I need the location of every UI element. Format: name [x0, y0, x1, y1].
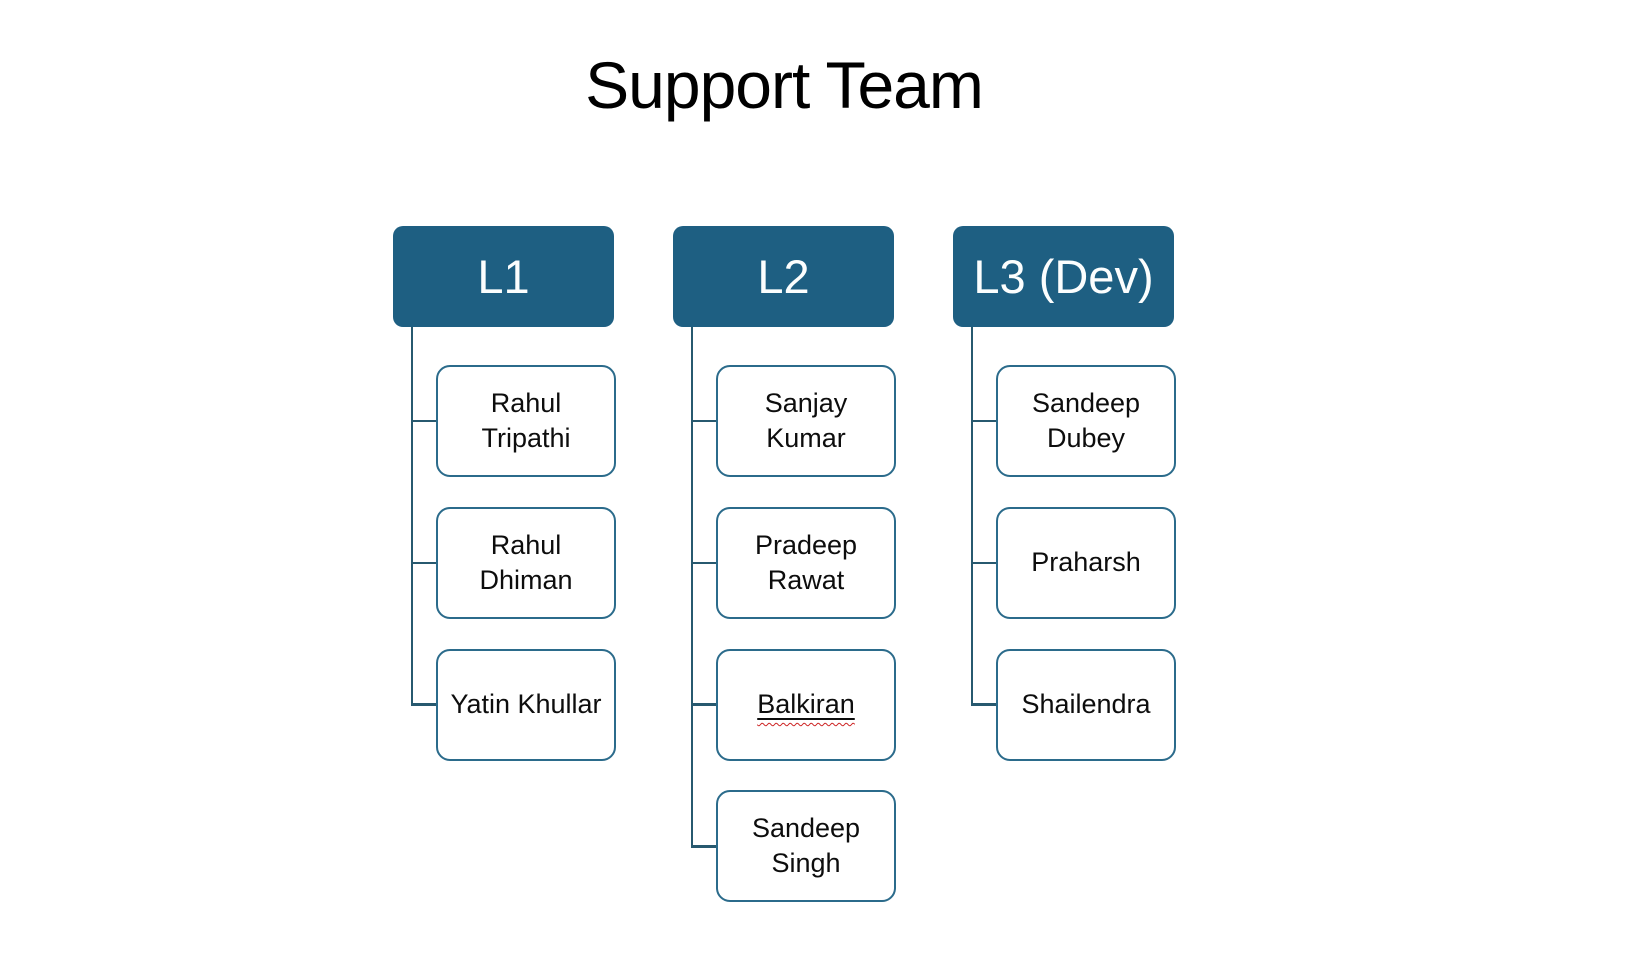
member-name: Balkiran	[749, 687, 863, 722]
member-box: Praharsh	[996, 506, 1176, 619]
member-box: Rahul Dhiman	[436, 506, 616, 619]
connector-stub	[970, 561, 998, 565]
member-name: Shailendra	[1021, 689, 1151, 720]
level-header: L2	[673, 226, 894, 327]
connector-stub	[410, 703, 438, 706]
member-name: Yatin Khullar	[450, 689, 602, 720]
connector-stub	[410, 561, 438, 565]
connector-stub	[970, 419, 998, 423]
member-box: Sandeep Singh	[716, 790, 896, 903]
connector-stub	[690, 845, 718, 848]
level-header: L1	[393, 226, 614, 327]
member-name: Rahul Dhiman	[479, 529, 573, 595]
connector-stub	[690, 703, 718, 706]
member-name: Pradeep Rawat	[754, 529, 858, 595]
chart-title: Support Team	[585, 48, 984, 122]
member-name: Rahul Tripathi	[481, 388, 571, 453]
member-name: Sandeep Dubey	[1031, 388, 1141, 453]
level-header-label: L1	[477, 250, 530, 303]
spellcheck-squiggle: Balkiran	[757, 689, 855, 720]
level-header-label: L3 (Dev)	[973, 250, 1154, 303]
connector-vline	[410, 327, 414, 706]
member-name: Sanjay Kumar	[764, 388, 848, 453]
connector-stub	[410, 419, 438, 423]
misspelled-name-underline: Balkiran	[757, 689, 855, 719]
member-name: Praharsh	[1031, 547, 1141, 578]
connector-stub	[690, 419, 718, 423]
connector-vline	[970, 327, 974, 706]
member-box: Pradeep Rawat	[716, 506, 896, 619]
level-header-label: L2	[757, 250, 810, 303]
connector-stub	[970, 703, 998, 706]
connector-stub	[690, 561, 718, 565]
member-name: Sandeep Singh	[751, 813, 861, 879]
member-box: Shailendra	[996, 648, 1176, 761]
member-box: Sandeep Dubey	[996, 365, 1176, 477]
member-box: Yatin Khullar	[436, 648, 616, 761]
level-header: L3 (Dev)	[953, 226, 1174, 327]
connector-vline	[690, 327, 694, 848]
member-box: Sanjay Kumar	[716, 365, 896, 477]
member-box: Balkiran	[716, 648, 896, 761]
member-box: Rahul Tripathi	[436, 365, 616, 477]
